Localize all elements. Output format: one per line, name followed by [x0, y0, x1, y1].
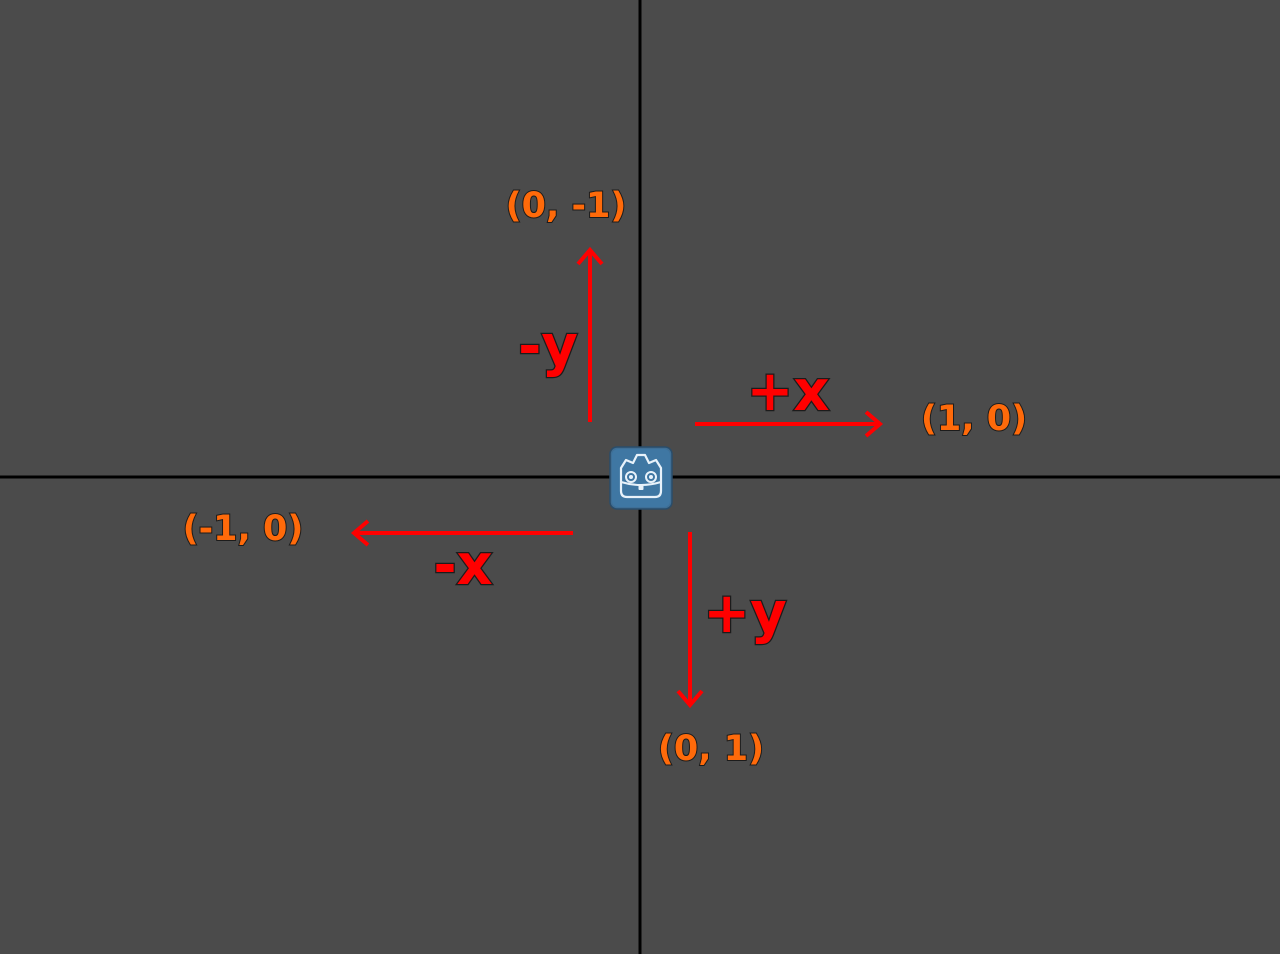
- down-arrow: [676, 532, 704, 709]
- coordinate-up-label: (0, -1): [506, 186, 627, 226]
- right-arrow: [695, 410, 884, 438]
- coordinate-right-label: (1, 0): [921, 399, 1027, 439]
- plus-y-label: +y: [703, 581, 786, 646]
- minus-x-label: -x: [433, 533, 492, 598]
- minus-y-label: -y: [518, 314, 578, 379]
- up-arrow: [576, 246, 604, 422]
- plus-x-label: +x: [746, 359, 829, 424]
- godot-logo-icon: [609, 446, 673, 510]
- left-arrow: [350, 519, 573, 547]
- coordinate-left-label: (-1, 0): [183, 509, 304, 549]
- coordinate-down-label: (0, 1): [658, 729, 764, 769]
